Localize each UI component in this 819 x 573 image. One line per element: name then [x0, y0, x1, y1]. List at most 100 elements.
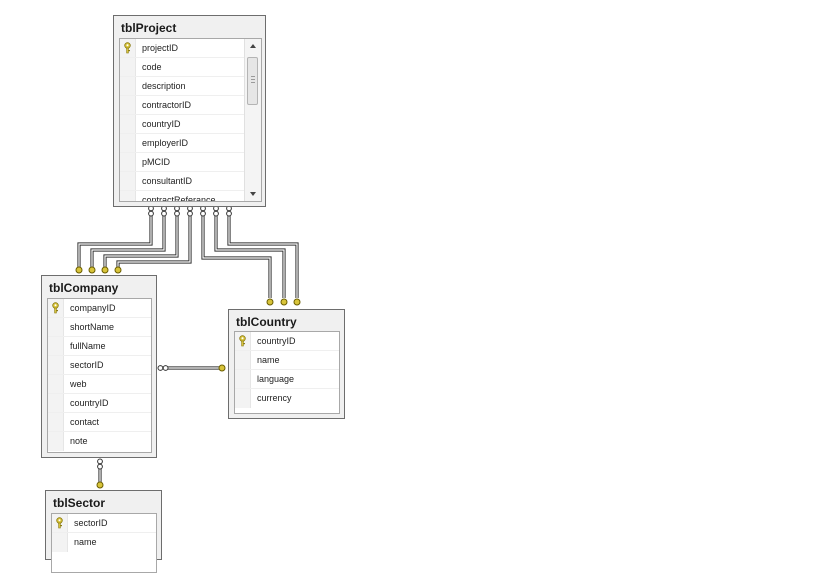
row-selector[interactable]: [52, 514, 68, 532]
relationship-line: [104, 216, 178, 268]
relationship-line: [77, 216, 153, 268]
relationship-line: [91, 216, 165, 268]
field-name: code: [142, 62, 162, 72]
field-row[interactable]: code: [120, 58, 261, 77]
relationship-line: [78, 216, 152, 268]
field-name: countryID: [142, 119, 181, 129]
field-row[interactable]: shortName: [48, 318, 151, 337]
vertical-scrollbar[interactable]: [244, 39, 261, 201]
one-end-key-icon: [280, 298, 288, 306]
row-selector[interactable]: [48, 432, 64, 451]
field-row[interactable]: language: [235, 370, 339, 389]
field-row[interactable]: contractReferance: [120, 191, 261, 202]
field-name: fullName: [70, 341, 106, 351]
table-title: tblSector: [53, 496, 106, 510]
row-selector[interactable]: [120, 191, 136, 201]
many-end-icon: [157, 365, 169, 371]
row-selector[interactable]: [48, 318, 64, 336]
field-row[interactable]: sectorID: [52, 514, 156, 533]
row-selector[interactable]: [48, 375, 64, 393]
row-selector[interactable]: [235, 351, 251, 369]
field-name: projectID: [142, 43, 179, 53]
relationship-line: [227, 216, 299, 298]
row-selector[interactable]: [120, 172, 136, 190]
row-selector[interactable]: [235, 332, 251, 350]
relationship-line: [116, 216, 192, 268]
field-row[interactable]: contractorID: [120, 96, 261, 115]
table-tblcompany[interactable]: tblCompany companyID shortName fullName sec…: [41, 275, 157, 458]
field-row[interactable]: companyID: [48, 299, 151, 318]
scroll-up-arrow-icon[interactable]: [250, 44, 256, 48]
one-end-key-icon: [75, 266, 83, 274]
one-end-key-icon: [114, 266, 122, 274]
diagram-canvas: tblProject projectID code description contr…: [41, 15, 345, 573]
row-selector[interactable]: [52, 533, 68, 552]
field-row[interactable]: projectID: [120, 39, 261, 58]
row-selector[interactable]: [48, 413, 64, 431]
relationship-line: [228, 216, 298, 298]
relationship-line: [201, 216, 272, 298]
many-end-icon: [174, 205, 180, 217]
row-selector[interactable]: [48, 356, 64, 374]
scroll-thumb[interactable]: [247, 57, 258, 105]
field-row[interactable]: employerID: [120, 134, 261, 153]
field-name: language: [257, 374, 295, 384]
row-selector[interactable]: [48, 299, 64, 317]
field-row[interactable]: name: [235, 351, 339, 370]
table-title: tblCountry: [236, 315, 297, 329]
row-selector[interactable]: [120, 77, 136, 95]
relationship-line: [202, 216, 271, 298]
field-row[interactable]: pMCID: [120, 153, 261, 172]
one-end-key-icon: [218, 364, 226, 372]
field-rows: projectID code description contractorID coun…: [120, 39, 261, 202]
many-end-icon: [226, 205, 232, 217]
many-end-icon: [187, 205, 193, 217]
row-selector[interactable]: [120, 134, 136, 152]
field-row[interactable]: countryID: [235, 332, 339, 351]
field-row[interactable]: currency: [235, 389, 339, 408]
field-name: employerID: [142, 138, 189, 148]
primary-key-icon: [52, 302, 59, 314]
field-name: name: [74, 537, 97, 547]
scroll-down-arrow-icon[interactable]: [250, 192, 256, 196]
field-row[interactable]: fullName: [48, 337, 151, 356]
many-end-icon: [148, 205, 154, 217]
table-title: tblCompany: [49, 281, 119, 295]
row-selector[interactable]: [48, 394, 64, 412]
field-name: shortName: [70, 322, 115, 332]
relationship-line: [214, 216, 286, 298]
field-row[interactable]: contact: [48, 413, 151, 432]
field-row[interactable]: web: [48, 375, 151, 394]
field-row[interactable]: countryID: [48, 394, 151, 413]
table-tblproject[interactable]: tblProject projectID code description contr…: [113, 15, 266, 207]
row-selector[interactable]: [235, 389, 251, 408]
field-name: sectorID: [74, 518, 108, 528]
field-row[interactable]: countryID: [120, 115, 261, 134]
row-selector[interactable]: [120, 58, 136, 76]
one-end-key-icon: [266, 298, 274, 306]
field-name: contractReferance: [142, 195, 216, 202]
field-row[interactable]: name: [52, 533, 156, 552]
table-tblsector[interactable]: tblSector sectorID name: [45, 490, 162, 573]
field-name: description: [142, 81, 186, 91]
row-selector[interactable]: [120, 115, 136, 133]
primary-key-icon: [239, 335, 246, 347]
row-selector[interactable]: [120, 39, 136, 57]
row-selector[interactable]: [235, 370, 251, 388]
row-selector[interactable]: [48, 337, 64, 355]
one-end-key-icon: [88, 266, 96, 274]
field-list: companyID shortName fullName sectorID web cou…: [47, 298, 152, 453]
row-selector[interactable]: [120, 153, 136, 171]
field-row[interactable]: sectorID: [48, 356, 151, 375]
field-row[interactable]: note: [48, 432, 151, 451]
field-name: web: [70, 379, 87, 389]
grip-icon: [251, 76, 255, 84]
one-end-key-icon: [293, 298, 301, 306]
field-row[interactable]: consultantID: [120, 172, 261, 191]
field-row[interactable]: description: [120, 77, 261, 96]
table-title: tblProject: [121, 21, 177, 35]
row-selector[interactable]: [120, 96, 136, 114]
